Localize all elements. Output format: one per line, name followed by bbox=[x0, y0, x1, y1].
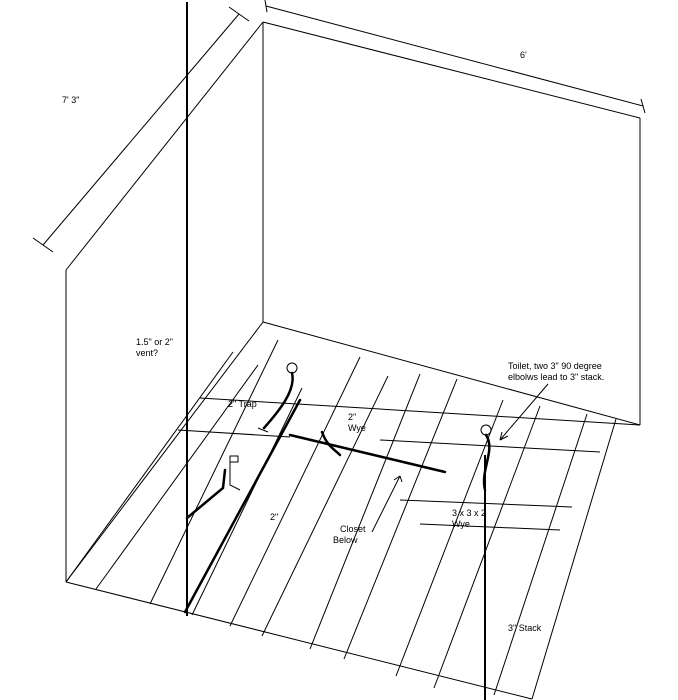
wye332-label-line1: 3 x 3 x 2 bbox=[452, 508, 486, 518]
trap-inlet-icon bbox=[286, 362, 298, 374]
trap-label: 2" Trap bbox=[228, 399, 257, 409]
drain-size-label: 2" bbox=[270, 512, 278, 522]
toilet-label-line2: elbolws lead to 3" stack. bbox=[508, 372, 604, 382]
dimension-height bbox=[32, 6, 250, 253]
closet-leader bbox=[371, 475, 401, 533]
dimension-line bbox=[42, 13, 240, 246]
floor-front-edge bbox=[65, 581, 533, 700]
fixtures bbox=[229, 362, 492, 492]
back-wall-top-edge bbox=[262, 21, 641, 119]
joist bbox=[531, 418, 617, 700]
dimension-line bbox=[265, 5, 644, 107]
left-wall-top-edge bbox=[65, 21, 264, 271]
trap-leader bbox=[257, 427, 269, 433]
closet-label-line2: Below bbox=[333, 535, 358, 545]
floor-joists bbox=[65, 339, 617, 700]
joist bbox=[191, 387, 303, 616]
dimension-tick bbox=[264, 0, 268, 13]
dimension-tick bbox=[640, 98, 646, 114]
joist bbox=[343, 378, 458, 660]
dimension-width bbox=[264, 0, 646, 114]
stack-label: 3" Stack bbox=[508, 623, 542, 633]
toilet-leader bbox=[499, 383, 549, 441]
toilet-elbow-icon bbox=[482, 433, 491, 492]
toilet-label-line1: Toilet, two 3" 90 degree bbox=[508, 361, 602, 371]
wye-icon bbox=[320, 430, 342, 457]
toilet-arrow-icon bbox=[499, 431, 509, 441]
trap-icon bbox=[262, 371, 294, 430]
labels: 7' 3" 6' 1.5" or 2" vent? 2" Trap 2" Wye… bbox=[62, 50, 604, 633]
wye-label-line2: Wye bbox=[348, 423, 366, 433]
height-label: 7' 3" bbox=[62, 95, 79, 105]
dimension-tick bbox=[228, 6, 250, 22]
toilet-flange-icon bbox=[480, 424, 492, 436]
closet-label-line1: Closet bbox=[340, 524, 366, 534]
two-inch-drain bbox=[183, 398, 302, 614]
joist bbox=[95, 364, 259, 590]
left-wall-floor-edge bbox=[65, 321, 264, 583]
vent-label-line2: vent? bbox=[136, 348, 158, 358]
joist bbox=[65, 351, 234, 583]
side-drain bbox=[185, 468, 227, 520]
joist bbox=[309, 373, 421, 650]
wye-label-line1: 2" bbox=[348, 412, 356, 422]
closet-arrow-icon bbox=[393, 475, 403, 483]
vent-label-line1: 1.5" or 2" bbox=[136, 337, 173, 347]
walls bbox=[65, 21, 641, 583]
dimension-tick bbox=[32, 237, 54, 253]
joist bbox=[433, 405, 541, 689]
vent-fitting-tail bbox=[229, 462, 241, 491]
drain-pipes bbox=[183, 398, 447, 614]
cross-member bbox=[199, 397, 641, 426]
joist bbox=[493, 413, 588, 696]
joist bbox=[149, 339, 279, 605]
back-wall-floor-edge bbox=[262, 321, 641, 426]
joist bbox=[229, 356, 361, 627]
vent-fitting-icon bbox=[229, 455, 239, 463]
cross-member bbox=[419, 523, 561, 531]
leader-arrows bbox=[257, 383, 549, 533]
joist bbox=[261, 375, 389, 637]
cross-member bbox=[177, 429, 291, 438]
wye332-label-line2: Wye bbox=[452, 519, 470, 529]
width-label: 6' bbox=[520, 50, 527, 60]
horizontal-drain bbox=[288, 433, 447, 474]
